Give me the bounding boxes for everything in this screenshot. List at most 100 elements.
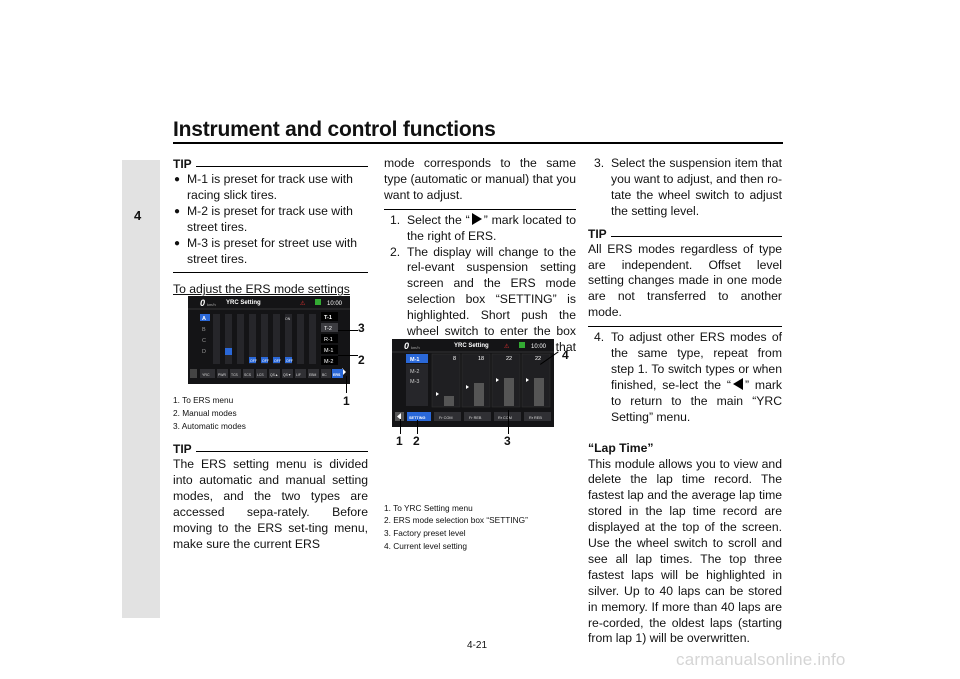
svg-text:22: 22 [506,356,512,362]
column-3: 3.Select the suspension item that you wa… [588,156,782,647]
tip-bullet: M-2 is preset for track use with street … [173,204,368,236]
svg-text:B: B [202,327,206,333]
battery-icon [315,299,321,305]
svg-text:C: C [202,338,206,344]
step-4: 4.To adjust other ERS modes of the same … [594,330,782,424]
step-1: 1.Select the “” mark located to the righ… [390,212,576,243]
speed-readout: 0 [200,298,205,308]
svg-text:BC: BC [322,373,327,377]
title-rule [173,142,783,144]
page-number: 4-21 [467,640,488,651]
chapter-tab: 4 [122,160,160,618]
svg-text:km/h: km/h [207,302,216,307]
svg-text:PWR: PWR [218,373,226,377]
page-title: Instrument and control functions [173,118,496,141]
tip-text: The ERS setting menu is divided into aut… [173,457,368,551]
step-3: 3.Select the suspension item that you wa… [594,156,782,218]
svg-text:OFF: OFF [286,359,293,363]
svg-text:M-1: M-1 [410,357,419,363]
svg-text:QS▼: QS▼ [283,373,291,377]
svg-text:SETTING: SETTING [409,416,426,420]
svg-text:km/h: km/h [411,345,420,350]
warning-icon: ⚠ [504,343,510,350]
right-arrow-icon [471,212,482,225]
back-arrow-icon [397,413,401,420]
figure-caption: 4. Current level setting [384,540,468,551]
svg-text:OFF: OFF [274,359,281,363]
callout-1: 1 [396,434,403,448]
svg-text:18: 18 [478,356,484,362]
callout-2: 2 [413,434,420,448]
svg-text:T-2: T-2 [324,326,332,332]
tip-heading: TIP [588,226,782,240]
svg-text:D: D [202,349,206,355]
chapter-number: 4 [134,208,142,223]
svg-text:M-2: M-2 [410,369,419,375]
clock: 10:00 [327,301,343,307]
ers-grid: A B C D OFF OFF OFF OFF ON [200,314,316,364]
svg-text:TCS: TCS [231,373,239,377]
svg-text:ERS: ERS [333,373,341,377]
svg-text:M-2: M-2 [324,359,333,365]
svg-text:OFF: OFF [250,359,257,363]
level-bar-rr-com [504,378,514,406]
svg-text:EBM: EBM [309,373,317,377]
bottom-tabs: SETTING Fr COM Fr REB Rr COM Rr REB [395,412,551,421]
figure-caption: 1. To ERS menu [173,395,234,406]
warning-icon: ⚠ [300,300,306,307]
column-1: TIP M-1 is preset for track use with rac… [173,156,368,553]
tip-bullet: M-1 is preset for track use with racing … [173,172,368,204]
callout-2: 2 [358,353,365,367]
paragraph: mode corresponds to the same type (autom… [384,156,576,202]
figure-caption: 2. Manual modes [173,407,237,418]
svg-text:M-1: M-1 [324,348,333,354]
tip-bullet: M-3 is preset for street use with street… [173,236,368,268]
svg-text:ON: ON [285,317,291,321]
section-heading: “Lap Time” [588,440,654,455]
left-arrow-icon [732,377,743,390]
bottom-tabs: YRC PWR TCS SCS LCS QS▲ QS▼ LIF EBM BC E… [190,369,343,378]
svg-text:QS▲: QS▲ [270,373,278,377]
callout-1: 1 [343,394,350,408]
svg-text:SCS: SCS [244,373,252,377]
svg-text:10:00: 10:00 [531,344,547,350]
callout-3: 3 [358,321,365,335]
callout-3: 3 [504,434,511,448]
svg-text:LIF: LIF [296,373,301,377]
svg-text:YRC: YRC [202,373,210,377]
figure-caption: 3. Automatic modes [173,420,246,431]
mode-list: M-1 M-2 M-3 [406,354,428,406]
svg-text:Fr COM: Fr COM [439,416,453,420]
svg-text:YRC Setting: YRC Setting [454,343,489,349]
level-bars: 8 18 22 22 [431,353,551,408]
battery-icon [519,342,525,348]
svg-text:Rr COM: Rr COM [498,416,512,420]
tip-heading: TIP [173,156,368,170]
figure-caption: 3. Factory preset level [384,527,466,538]
svg-text:A: A [202,316,206,322]
svg-text:M-3: M-3 [410,379,419,385]
subheading: To adjust the ERS mode settings [173,282,350,297]
svg-text:OFF: OFF [262,359,269,363]
svg-text:8: 8 [453,356,456,362]
paragraph: This module allows you to view and delet… [588,456,782,646]
tip-heading: TIP [173,441,368,455]
watermark: carmanualsonline.info [676,650,846,669]
ers-menu-screenshot: 0 km/h YRC Setting ⚠ 10:00 A B C D [188,296,350,384]
level-bar-rr-reb [534,378,544,406]
svg-text:Rr REB: Rr REB [529,416,542,420]
svg-text:T-1: T-1 [324,315,332,321]
ers-setting-screenshot: 0 km/h YRC Setting ⚠ 10:00 M-1 M-2 M-3 8… [392,339,554,427]
figure-caption: 2. ERS mode selection box “SETTING” [384,515,528,526]
screen-title: YRC Setting [226,300,261,306]
level-bar-fr-reb [474,383,484,406]
figure-caption: 1. To YRC Setting menu [384,502,473,513]
callout-4: 4 [562,348,569,362]
svg-text:LCS: LCS [257,373,264,377]
svg-text:R-1: R-1 [324,337,333,343]
tip-text: All ERS modes regardless of type are ind… [588,241,782,320]
svg-text:Fr REB: Fr REB [469,416,482,420]
svg-text:0: 0 [404,341,409,351]
svg-text:22: 22 [535,356,541,362]
level-bar-fr-com [444,396,454,406]
